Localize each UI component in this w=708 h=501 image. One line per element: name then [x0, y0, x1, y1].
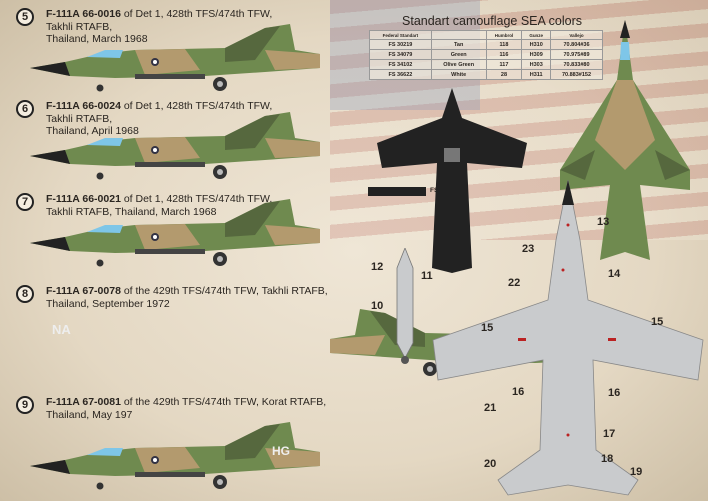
cell: 117 — [485, 59, 523, 70]
tail-code-hg: HG — [272, 444, 290, 458]
entry-number: 5 — [16, 8, 34, 26]
header-cell: Humbrol — [485, 30, 523, 40]
callout-16b: 16 — [608, 387, 621, 399]
caption-line: Takhli RTAFB, — [46, 20, 113, 33]
serial: F-111A 66-0024 — [46, 100, 121, 112]
callout-14: 14 — [608, 268, 621, 280]
cell: Olive Green — [430, 59, 487, 70]
header-cell — [430, 30, 487, 40]
caption-text: of the 429th TFS/474th TFW, Korat RTAFB, — [120, 396, 327, 408]
entry-caption: F-111A 67-0081 of the 429th TFS/474th TF… — [46, 396, 336, 421]
cell: H310 — [521, 39, 552, 50]
header-cell: Federal Standart — [369, 30, 432, 40]
cell: FS 30219 — [369, 39, 432, 50]
callout-20: 20 — [484, 458, 497, 470]
callout-15a: 15 — [481, 322, 494, 334]
callout-22: 22 — [508, 277, 521, 289]
callout-16a: 16 — [512, 386, 525, 398]
caption-text: of the 429th TFS/474th TFW, Takhli RTAFB… — [120, 285, 328, 297]
entry-number: 7 — [16, 193, 34, 211]
entry-caption: F-111A 66-0021 of Det 1, 428th TFS/474th… — [46, 193, 336, 218]
callout-11: 11 — [421, 270, 433, 282]
aircraft-underside-black — [377, 88, 527, 273]
color-table-title: Standart camouflage SEA colors — [402, 14, 582, 28]
serial: F-111A 67-0078 — [46, 285, 121, 297]
header-cell: Gunze — [521, 30, 552, 40]
cell: 28 — [485, 69, 523, 80]
cell: Green — [430, 49, 487, 60]
entry-number: 6 — [16, 100, 34, 118]
cell: H309 — [521, 49, 552, 60]
cell: FS 34102 — [369, 59, 432, 70]
caption-line: Thailand, April 1968 — [46, 125, 139, 137]
aircraft-profile-5 — [25, 20, 325, 95]
cell: 118 — [485, 39, 523, 50]
caption-line: Thailand, March 1968 — [46, 33, 148, 45]
entry-caption: F-111A 66-0024 of Det 1, 428th TFS/474th… — [46, 100, 336, 138]
callout-23: 23 — [522, 243, 535, 255]
callout-19: 19 — [630, 466, 643, 478]
cell: H311 — [521, 69, 552, 80]
serial: F-111A 67-0081 — [46, 396, 121, 408]
callout-15b: 15 — [651, 316, 664, 328]
entry-number: 9 — [16, 396, 34, 414]
tail-code-na: NA — [52, 322, 71, 337]
callout-21: 21 — [484, 402, 497, 414]
entry-caption: F-111A 67-0078 of the 429th TFS/474th TF… — [46, 285, 336, 310]
entry-number: 8 — [16, 285, 34, 303]
caption-text: of Det 1, 428th TFS/474th TFW, — [120, 8, 273, 20]
caption-text: of Det 1, 428th TFS/474th TFW, — [120, 100, 273, 112]
entry-caption: F-111A 66-0016 of Det 1, 428th TFS/474th… — [46, 8, 336, 46]
color-swatch-fs17038 — [368, 187, 426, 196]
weapon-pod — [396, 248, 414, 364]
cell: Tan — [430, 39, 487, 50]
cell: White — [430, 69, 487, 80]
aircraft-underside-gray — [432, 180, 704, 496]
cell: H303 — [521, 59, 552, 70]
callout-17: 17 — [603, 428, 616, 440]
caption-line: Takhli RTAFB, — [46, 112, 113, 125]
cell: 116 — [485, 49, 523, 60]
cell: FS 36622 — [369, 69, 432, 80]
caption-line: Thailand, May 197 — [46, 408, 133, 421]
serial: F-111A 66-0016 — [46, 8, 121, 20]
callout-12: 12 — [371, 261, 384, 273]
callout-18: 18 — [601, 453, 614, 465]
serial: F-111A 66-0021 — [46, 193, 121, 205]
caption-line: Thailand, September 1972 — [46, 297, 170, 310]
caption-line: Takhli RTAFB, Thailand, March 1968 — [46, 205, 217, 218]
aircraft-profile-6 — [25, 108, 325, 183]
cell: FS 34079 — [369, 49, 432, 60]
aircraft-profile-7 — [25, 195, 325, 270]
caption-text: of Det 1, 428th TFS/474th TFW, — [120, 193, 273, 205]
callout-10: 10 — [371, 300, 384, 312]
cell: 70.883#152 — [550, 69, 603, 80]
callout-13: 13 — [597, 216, 610, 228]
